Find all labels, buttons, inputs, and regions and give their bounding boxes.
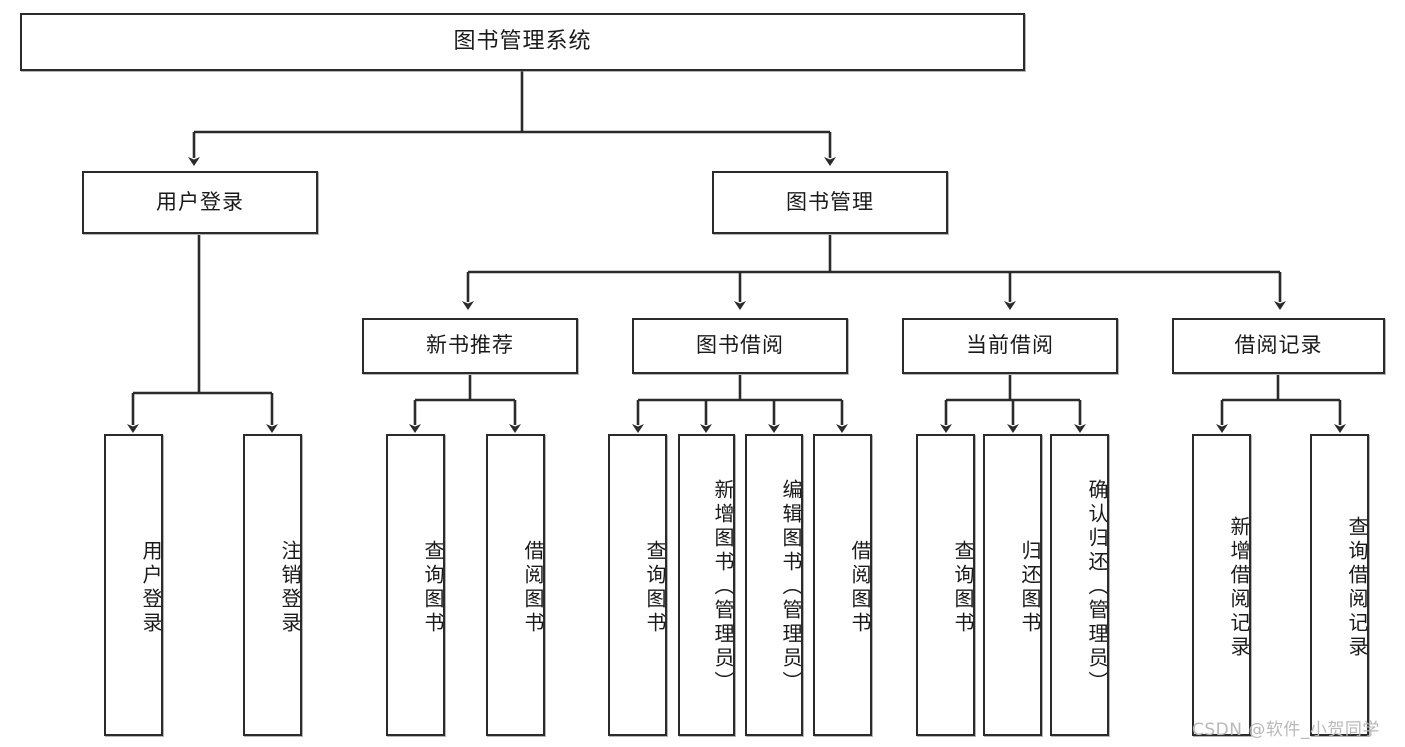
node-root-system[interactable]: 图书管理系统	[20, 13, 1025, 71]
node-book-borrow[interactable]: 图书借阅	[632, 318, 848, 374]
leaf-edit-book-admin[interactable]: 编辑图书（管理员）	[745, 434, 803, 736]
node-book-management[interactable]: 图书管理	[712, 171, 948, 234]
leaf-add-book-admin[interactable]: 新增图书（管理员）	[678, 434, 735, 736]
leaf-query-book-new[interactable]: 查询图书	[386, 434, 445, 736]
node-new-book-recommend[interactable]: 新书推荐	[362, 318, 578, 374]
leaf-query-book-current[interactable]: 查询图书	[916, 434, 975, 736]
leaf-query-borrow-record[interactable]: 查询借阅记录	[1310, 434, 1369, 736]
leaf-borrow-book-new[interactable]: 借阅图书	[486, 434, 545, 736]
node-borrow-record[interactable]: 借阅记录	[1172, 318, 1385, 374]
node-user-login[interactable]: 用户登录	[82, 171, 318, 234]
leaf-logout-login[interactable]: 注销登录	[243, 434, 302, 736]
leaf-borrow-book[interactable]: 借阅图书	[813, 434, 872, 736]
leaf-query-book-borrow[interactable]: 查询图书	[608, 434, 667, 736]
node-current-borrow[interactable]: 当前借阅	[902, 318, 1118, 374]
csdn-watermark: CSDN @软件_小贺同学	[1192, 720, 1380, 740]
leaf-add-borrow-record[interactable]: 新增借阅记录	[1192, 434, 1251, 736]
leaf-return-book[interactable]: 归还图书	[983, 434, 1042, 736]
leaf-confirm-return-admin[interactable]: 确认归还（管理员）	[1050, 434, 1109, 736]
leaf-user-login[interactable]: 用户登录	[104, 434, 163, 736]
